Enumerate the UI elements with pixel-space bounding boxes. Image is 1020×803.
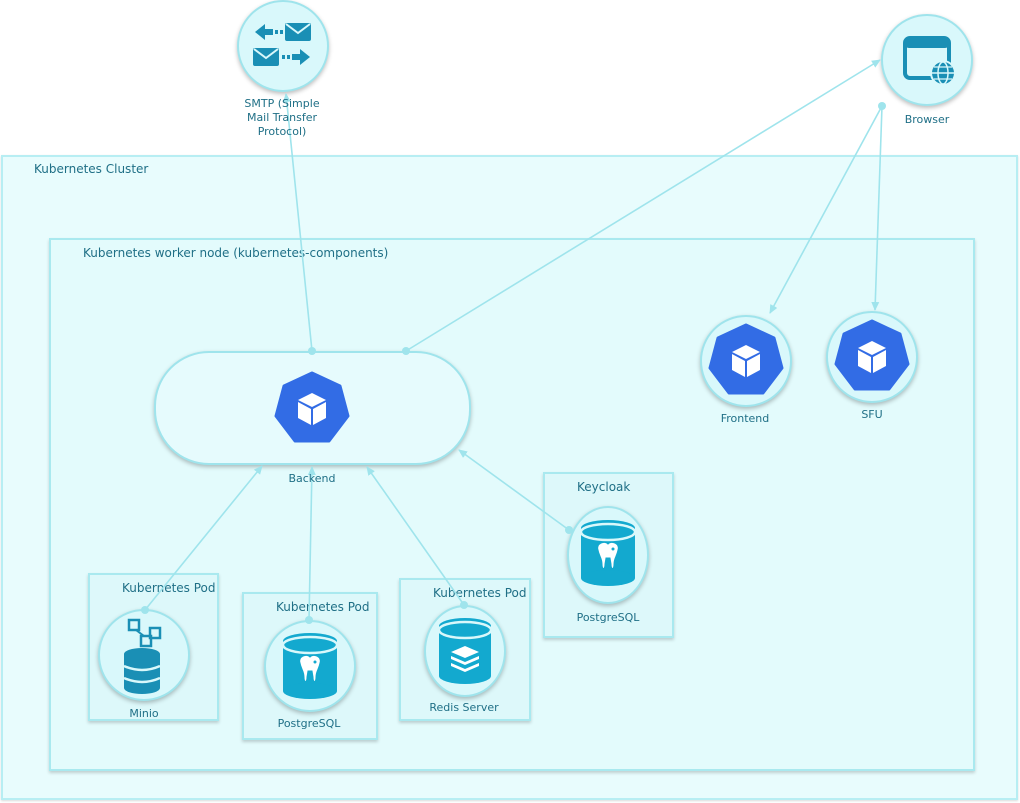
kubernetes-pod-icon [274, 371, 350, 443]
smtp-node[interactable] [237, 0, 329, 92]
redis-icon [437, 618, 493, 684]
edge-browser-frontend [769, 105, 883, 314]
edge-browser-sfu [871, 105, 883, 311]
edge-backend-browser [405, 59, 881, 352]
redis-label: Redis Server [429, 701, 499, 714]
redis-pod-label: Kubernetes Pod [433, 586, 527, 600]
minio-label: Minio [129, 707, 159, 720]
port-dot [878, 102, 886, 110]
edge-backend-smtp [282, 93, 313, 352]
port-dot [402, 347, 410, 355]
edge-keycloak-backend [458, 449, 570, 531]
browser-globe-icon [903, 36, 956, 86]
keycloak-postgres-label: PostgreSQL [576, 611, 640, 624]
minio-pod-label: Kubernetes Pod [122, 581, 216, 595]
port-dot [565, 526, 573, 534]
port-dot [141, 606, 149, 614]
edge-minio-backend [144, 465, 263, 611]
smtp-label: SMTP (Simple Mail Transfer Protocol) [244, 97, 320, 138]
edge-redis-backend [366, 466, 465, 606]
postgresql-icon [281, 633, 339, 699]
backend-label: Backend [288, 472, 336, 485]
port-dot [308, 347, 316, 355]
postgres-pod-label: Kubernetes Pod [276, 600, 370, 614]
keycloak-pod-label: Keycloak [577, 480, 631, 494]
browser-node[interactable] [881, 14, 973, 106]
frontend-label: Frontend [720, 412, 770, 425]
mail-exchange-icon [253, 23, 311, 66]
kubernetes-pod-icon [708, 323, 784, 395]
postgresql-icon [579, 520, 637, 586]
sfu-label: SFU [861, 408, 883, 421]
edge-postgres-backend [307, 466, 316, 621]
postgres-label: PostgreSQL [277, 717, 341, 730]
object-storage-icon [123, 618, 162, 694]
kubernetes-pod-icon [834, 319, 910, 391]
port-dot [305, 616, 313, 624]
browser-label: Browser [904, 113, 950, 126]
cluster-label: Kubernetes Cluster [34, 162, 149, 176]
worker-node-label: Kubernetes worker node (kubernetes-compo… [83, 246, 389, 260]
port-dot [460, 601, 468, 609]
